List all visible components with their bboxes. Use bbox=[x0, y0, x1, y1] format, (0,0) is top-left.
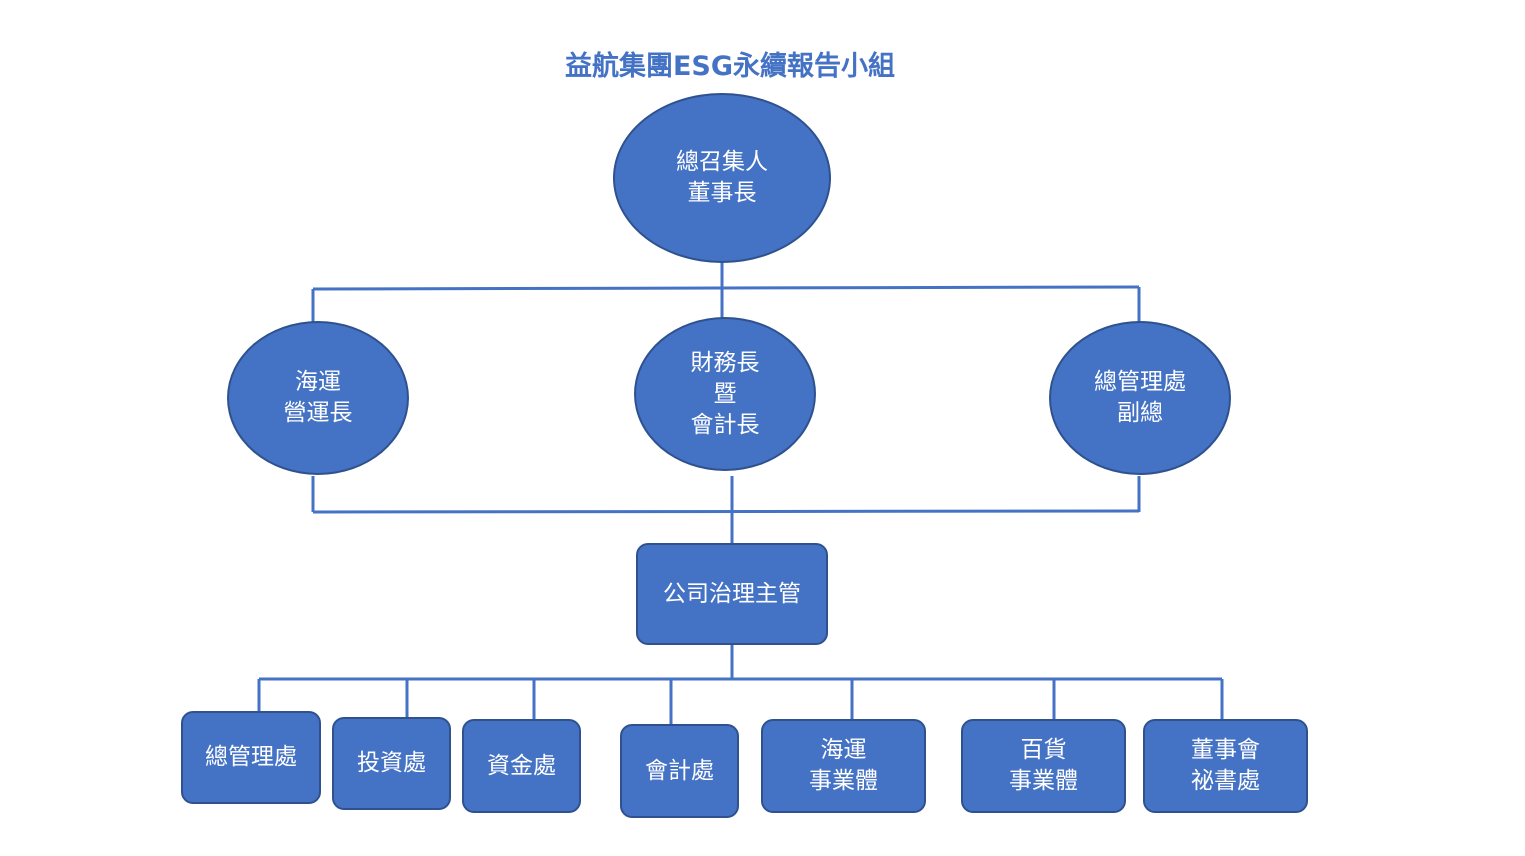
node-line: 董事會 bbox=[1191, 737, 1260, 763]
node-line: 公司治理主管 bbox=[663, 580, 801, 607]
connector-governance-bar bbox=[312, 509, 1140, 514]
unit-node: 董事會 祕書處 bbox=[1143, 719, 1308, 813]
unit-node: 百貨 事業體 bbox=[961, 719, 1126, 813]
node-line: 事業體 bbox=[809, 768, 878, 794]
node-line: 會計長 bbox=[690, 411, 760, 438]
node-line: 海運 bbox=[820, 737, 867, 763]
unit-node: 海運 事業體 bbox=[761, 719, 926, 813]
node-line: 董事長 bbox=[687, 180, 757, 206]
connector-level2-bar bbox=[312, 285, 1140, 291]
node-line: 營運長 bbox=[283, 400, 353, 426]
unit-node: 會計處 bbox=[620, 724, 739, 818]
corporate-governance-node: 公司治理主管 bbox=[636, 543, 828, 645]
node-line: 會計處 bbox=[645, 757, 714, 784]
diagram-title: 益航集團ESG永續報告小組 bbox=[564, 51, 896, 82]
node-line: 暨 bbox=[713, 380, 737, 407]
unit-node: 總管理處 bbox=[181, 711, 321, 804]
node-line: 副總 bbox=[1117, 400, 1163, 426]
shipping-coo-node: 海運 營運長 bbox=[227, 321, 409, 475]
node-line: 海運 bbox=[295, 369, 341, 395]
node-line: 祕書處 bbox=[1191, 768, 1260, 794]
node-line: 總管理處 bbox=[205, 744, 297, 770]
node-line: 總管理處 bbox=[1094, 369, 1186, 395]
cfo-node: 財務長 暨 會計長 bbox=[634, 317, 816, 471]
unit-node: 投資處 bbox=[332, 717, 451, 810]
node-line: 百貨 bbox=[1020, 737, 1067, 763]
node-line: 事業體 bbox=[1009, 768, 1078, 794]
node-line: 投資處 bbox=[357, 750, 426, 776]
admin-vp-node: 總管理處 副總 bbox=[1049, 321, 1231, 475]
node-line: 資金處 bbox=[487, 752, 556, 779]
unit-node: 資金處 bbox=[462, 719, 581, 813]
node-line: 財務長 bbox=[690, 349, 760, 376]
chief-convener-node: 總召集人 董事長 bbox=[613, 93, 831, 263]
node-line: 總召集人 bbox=[676, 149, 768, 175]
